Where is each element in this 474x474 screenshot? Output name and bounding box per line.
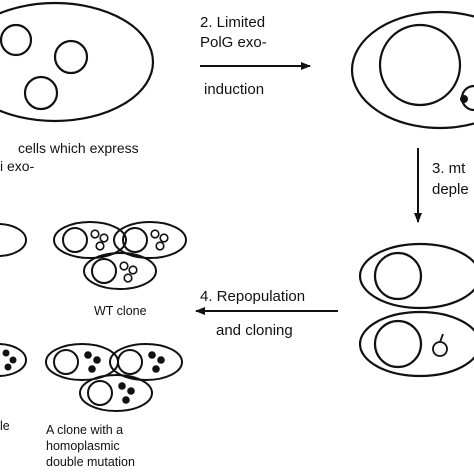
mutant-cell <box>109 343 183 381</box>
wt-clone-label: WT clone <box>94 304 147 318</box>
wt-cell <box>83 252 157 290</box>
mutant-clone-label-line1: A clone with a <box>46 423 124 437</box>
mutant-cell-left-edge <box>0 343 27 377</box>
depleted-cell-membrane <box>358 310 474 378</box>
induced-cell-membrane <box>350 10 474 130</box>
depleted-mitochondrion <box>432 341 448 357</box>
depleted-nucleus <box>373 319 423 369</box>
step4-label-line1: 4. Repopulation <box>200 288 306 305</box>
parent-mitochondrion <box>53 39 89 75</box>
parent-mitochondrion <box>23 75 59 111</box>
depleted-cell-bottom <box>358 310 474 378</box>
wt-clone-cells <box>0 221 187 290</box>
parent-cell <box>0 1 155 123</box>
left-cut-label: le <box>0 419 10 433</box>
step2-label-line3: induction <box>204 81 265 98</box>
induced-nucleus <box>378 23 462 107</box>
wt-cell <box>53 221 127 259</box>
step4-label-line2: and cloning <box>216 322 293 339</box>
mutant-clone-label-line2: homoplasmic <box>46 439 120 453</box>
step1-label-line2: i exo- <box>0 158 35 174</box>
mutation-mark <box>460 95 468 103</box>
mutant-clone-label-line3: double mutation <box>46 455 135 469</box>
step2-label-line2: PolG exo- <box>200 34 267 51</box>
induced-cell <box>350 10 474 130</box>
parent-mitochondrion <box>0 23 33 57</box>
depleted-cell-top <box>358 242 474 310</box>
mutant-clone-cells <box>0 343 183 412</box>
depleted-nucleus <box>373 251 423 301</box>
step1-label-line1: cells which express <box>18 140 139 156</box>
depleted-cell-membrane <box>358 242 474 310</box>
parent-cell-membrane <box>0 1 155 123</box>
depleted-mito-tail <box>439 333 444 343</box>
mutant-cell <box>79 374 153 412</box>
step3-label-line1: 3. mt <box>432 160 466 177</box>
step3-label-line2: deple <box>432 181 469 198</box>
wt-cell <box>113 221 187 259</box>
wt-cell-left-edge <box>0 223 27 257</box>
step2-label-line1: 2. Limited <box>200 14 266 31</box>
